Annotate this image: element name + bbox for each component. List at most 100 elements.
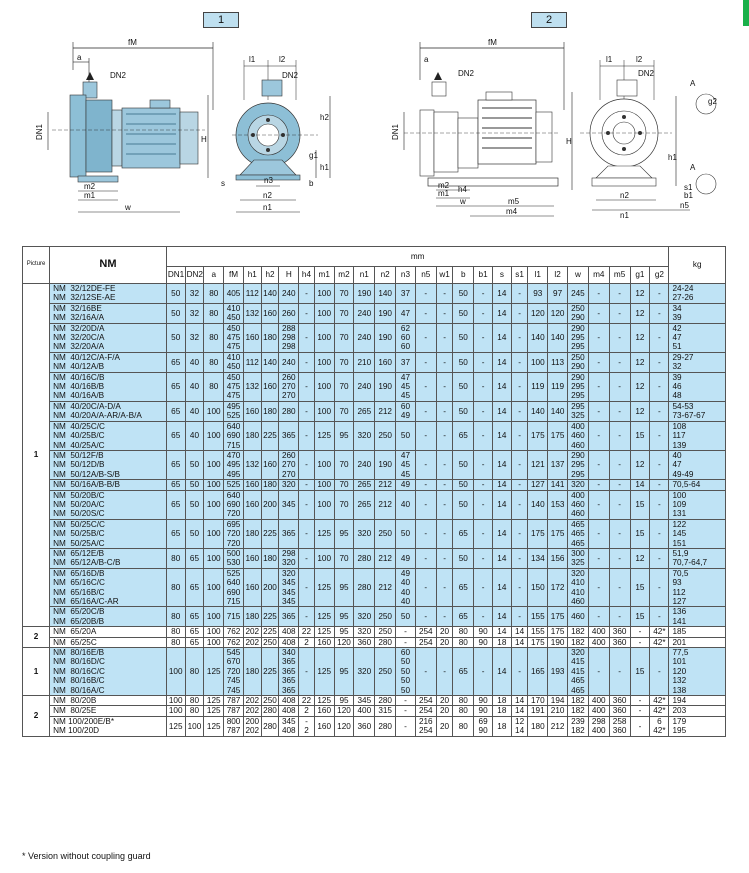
cell-s1: - xyxy=(510,479,529,491)
model-name: NM 65/20C/B xyxy=(53,607,105,617)
cell-m4: - xyxy=(587,371,610,402)
figure-1-front-view: l1 l2 DN2 h2 g1 h1 n3 s b n2 n1 xyxy=(221,55,331,213)
cell-w: 182 xyxy=(567,695,589,707)
cell-h2: 200 xyxy=(260,489,280,520)
cell-l2: 190 xyxy=(547,636,568,649)
cell-m1: 100 xyxy=(313,400,335,422)
svg-text:n2: n2 xyxy=(620,191,629,200)
model-name: NM 50/25A/C xyxy=(53,538,105,548)
svg-text:a: a xyxy=(424,55,429,64)
cell-n1: 360 xyxy=(353,636,376,649)
cell-m5: - xyxy=(608,489,631,520)
cell-dn2: 40 xyxy=(184,371,205,402)
cell-m5: - xyxy=(608,371,631,402)
cell-fm: 410 450 xyxy=(223,302,244,324)
cell-m2: 70 xyxy=(333,489,355,520)
cell-s: 14 xyxy=(491,283,512,304)
cell-m1: 100 xyxy=(313,322,335,353)
cell-m4: 400 xyxy=(587,705,610,717)
cell-l1: 134 xyxy=(527,547,549,569)
cell-dn1: 65 xyxy=(165,420,186,451)
cell-a: 100 xyxy=(203,400,225,422)
cell-m5: - xyxy=(608,322,631,353)
cell-l2: 140 xyxy=(547,322,568,353)
cell-m1: 100 xyxy=(313,302,335,324)
cell-m2: 95 xyxy=(333,647,355,697)
model-name: NM 32/12SE-AE xyxy=(53,293,116,303)
cell-dn1: 100 xyxy=(165,695,186,707)
cell-dn2: 50 xyxy=(184,449,205,481)
cell-h: 260 270 270 xyxy=(278,449,300,481)
cell-b1: 90 xyxy=(473,705,493,717)
cell-dn1: 65 xyxy=(165,400,186,422)
cell-h: 340 365 365 365 365 xyxy=(278,647,300,697)
kg-value: 34 xyxy=(672,303,682,313)
cell-l1: 180 xyxy=(527,715,549,737)
cell-m2: 120 xyxy=(333,636,355,649)
mm-header: mm xyxy=(165,246,670,267)
cell-fm: 500 530 xyxy=(223,547,244,569)
column-header: b xyxy=(452,266,475,284)
cell-s: 14 xyxy=(491,567,512,608)
column-header: n3 xyxy=(395,266,416,284)
kg-value: 101 xyxy=(672,657,687,667)
cell-b1: 69 90 xyxy=(473,715,493,737)
cell-b1: - xyxy=(473,489,493,520)
cell-l2: 175 xyxy=(547,518,568,549)
cell-n2: 280 xyxy=(374,636,397,649)
cell-g1: 12 xyxy=(629,351,651,373)
cell-g2: - xyxy=(649,567,670,608)
cell-g2: - xyxy=(649,518,670,549)
cell-dn2: 80 xyxy=(184,705,205,717)
cell-fm: 640 690 720 xyxy=(223,489,244,520)
cell-s1: - xyxy=(510,518,529,549)
cell-a: 100 xyxy=(203,489,225,520)
cell-h: 260 270 270 xyxy=(278,371,300,402)
cell-n5: 254 xyxy=(414,705,437,717)
cell-h: 365 xyxy=(278,606,300,628)
cell-l1: 119 xyxy=(527,371,549,402)
cell-w: 400 460 460 xyxy=(567,420,589,451)
cell-w1: - xyxy=(435,302,454,324)
model-name-cell: NM 80/20B xyxy=(49,695,167,707)
model-name: NM 40/25A/C xyxy=(53,440,105,450)
cell-a: 100 xyxy=(203,636,225,649)
cell-m2: 70 xyxy=(333,302,355,324)
svg-text:DN2: DN2 xyxy=(638,69,655,78)
cell-h: 288 298 298 xyxy=(278,322,300,353)
kg-value: 132 xyxy=(672,676,687,686)
cell-n5: - xyxy=(414,420,437,451)
cell-g2: 42* xyxy=(649,626,670,638)
cell-n3: - xyxy=(395,705,416,717)
cell-m2: 70 xyxy=(333,351,355,373)
cell-m1: 125 xyxy=(313,420,335,451)
svg-text:m2: m2 xyxy=(84,182,96,191)
picture-number: 1 xyxy=(21,282,51,628)
cell-h2: 250 xyxy=(260,636,280,649)
svg-text:A: A xyxy=(690,79,696,88)
cell-dn1: 65 xyxy=(165,489,186,520)
cell-w: 295 325 xyxy=(567,400,589,422)
cell-a: 100 xyxy=(203,547,225,569)
cell-h4: - xyxy=(298,322,315,353)
column-header: DN2 xyxy=(184,266,205,284)
model-name: NM 65/16B/C xyxy=(53,587,105,597)
cell-m5: - xyxy=(608,302,631,324)
model-name: NM 65/16C/C xyxy=(53,578,105,588)
cell-l1: 155 xyxy=(527,606,549,628)
figure-1-side-view: fM a DN2 DN1 m2 m1 w H xyxy=(35,38,214,213)
cell-g1: - xyxy=(629,626,651,638)
picture-number: 2 xyxy=(21,695,51,737)
cell-s: 14 xyxy=(491,371,512,402)
cell-dn2: 50 xyxy=(184,479,205,491)
svg-text:g1: g1 xyxy=(309,151,318,160)
cell-n3: 37 xyxy=(395,283,416,304)
